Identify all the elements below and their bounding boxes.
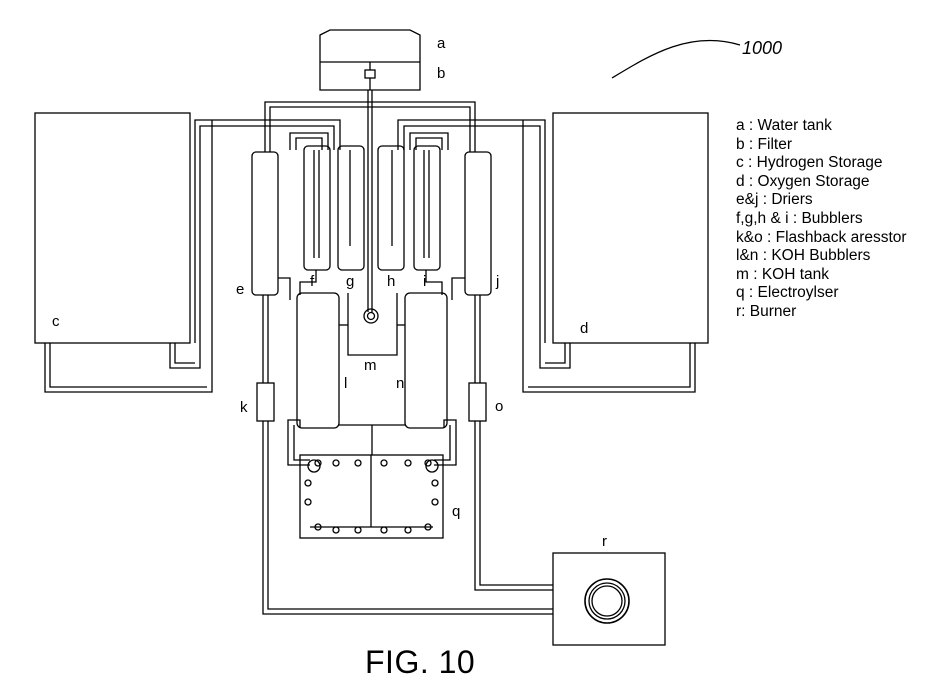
bubbler-i [414, 146, 440, 270]
legend-item: d : Oxygen Storage [736, 173, 907, 192]
legend-item: q : Electroylser [736, 284, 907, 303]
legend-item: a : Water tank [736, 117, 907, 136]
oxygen-storage [553, 113, 708, 343]
legend-item: b : Filter [736, 136, 907, 155]
bubbler-h [378, 146, 404, 270]
bubbler-g [338, 146, 364, 270]
burner-ring-middle [589, 583, 625, 619]
label-d: d [580, 320, 588, 337]
legend-item: m : KOH tank [736, 266, 907, 285]
koh-bubbler-l [297, 293, 339, 428]
legend-item: f,g,h & i : Bubblers [736, 210, 907, 229]
reference-leader-line [612, 40, 740, 78]
label-g: g [346, 273, 354, 290]
reference-number: 1000 [742, 38, 782, 59]
burner [553, 553, 665, 645]
label-l: l [344, 375, 347, 392]
bubbler-f [304, 146, 330, 270]
label-e: e [236, 281, 244, 298]
flashback-arrestor-k [257, 383, 274, 421]
label-k: k [240, 399, 248, 416]
label-a: a [437, 35, 446, 52]
label-j: j [495, 273, 499, 290]
legend-item: c : Hydrogen Storage [736, 154, 907, 173]
water-tank [320, 30, 420, 90]
label-o: o [495, 398, 503, 415]
label-q: q [452, 503, 460, 520]
legend-item: r: Burner [736, 303, 907, 322]
label-h: h [387, 273, 395, 290]
hydrogen-storage [35, 113, 190, 343]
label-i: i [423, 273, 426, 290]
label-r: r [602, 533, 607, 550]
burner-ring-inner [592, 586, 622, 616]
label-m: m [364, 357, 377, 374]
figure-caption: FIG. 10 [365, 644, 475, 681]
label-b: b [437, 65, 445, 82]
label-n: n [396, 375, 404, 392]
drier-e [252, 152, 278, 295]
label-c: c [52, 313, 60, 330]
drier-j [465, 152, 491, 295]
legend-item: l&n : KOH Bubblers [736, 247, 907, 266]
koh-tank-valve [364, 309, 378, 323]
legend-item: k&o : Flashback aresstor [736, 229, 907, 248]
flashback-arrestor-o [469, 383, 486, 421]
legend: a : Water tank b : Filter c : Hydrogen S… [736, 117, 907, 322]
legend-item: e&j : Driers [736, 191, 907, 210]
filter [365, 70, 375, 78]
koh-bubbler-n [405, 293, 447, 428]
